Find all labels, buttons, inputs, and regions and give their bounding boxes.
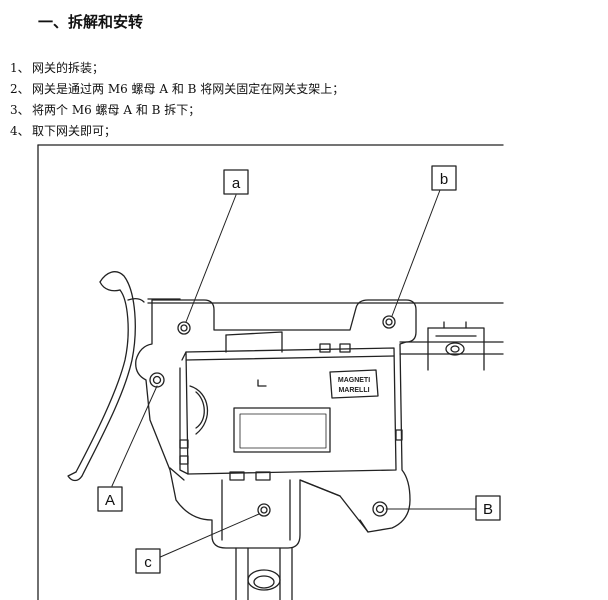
list-item: 1、 网关的拆装； <box>10 58 344 79</box>
instruction-list: 1、 网关的拆装； 2、 网关是通过两 M6 螺母 A 和 B 将网关固定在网关… <box>10 58 344 142</box>
leader-lines <box>111 189 477 559</box>
panel-edge <box>147 298 504 355</box>
logo-text-line: MARELLI <box>338 387 369 394</box>
callout-label: a <box>232 175 241 192</box>
section-heading: 一、拆解和安转 <box>38 13 144 31</box>
callout-b: b <box>431 165 457 191</box>
gateway-bracket <box>135 299 417 549</box>
gateway-module <box>179 331 403 481</box>
callout-label: b <box>440 171 448 188</box>
hole-b <box>382 315 396 329</box>
step-text: 取下网关即可； <box>32 124 117 138</box>
list-item: 2、 网关是通过两 M6 螺母 A 和 B 将网关固定在网关支架上； <box>10 79 344 100</box>
callout-label: c <box>144 554 152 571</box>
callout-label: A <box>105 492 115 509</box>
step-text: 网关是通过两 M6 螺母 A 和 B 将网关固定在网关支架上； <box>32 82 345 96</box>
hole-c <box>257 503 271 517</box>
callout-a: a <box>223 169 249 195</box>
callout-A: A <box>97 486 123 512</box>
side-clip <box>427 321 485 371</box>
list-item: 4、 取下网关即可； <box>10 121 344 142</box>
step-number: 3、 <box>10 103 30 117</box>
wiring-hose <box>67 271 145 482</box>
nut-B <box>372 501 388 517</box>
support-post <box>235 547 293 600</box>
step-number: 1、 <box>10 61 30 75</box>
callout-c: c <box>135 548 161 574</box>
hole-a <box>177 321 191 335</box>
figure-frame <box>37 144 504 600</box>
step-number: 2、 <box>10 82 30 96</box>
step-text: 将两个 M6 螺母 A 和 B 拆下； <box>32 103 201 117</box>
step-text: 网关的拆装； <box>32 61 105 75</box>
magneti-marelli-logo: MAGNETI MARELLI <box>329 369 379 399</box>
callout-B: B <box>475 495 501 521</box>
nut-A <box>149 372 165 388</box>
callout-label: B <box>483 501 493 518</box>
step-number: 4、 <box>10 124 30 138</box>
list-item: 3、 将两个 M6 螺母 A 和 B 拆下； <box>10 100 344 121</box>
logo-text-line: MAGNETI <box>338 377 370 384</box>
